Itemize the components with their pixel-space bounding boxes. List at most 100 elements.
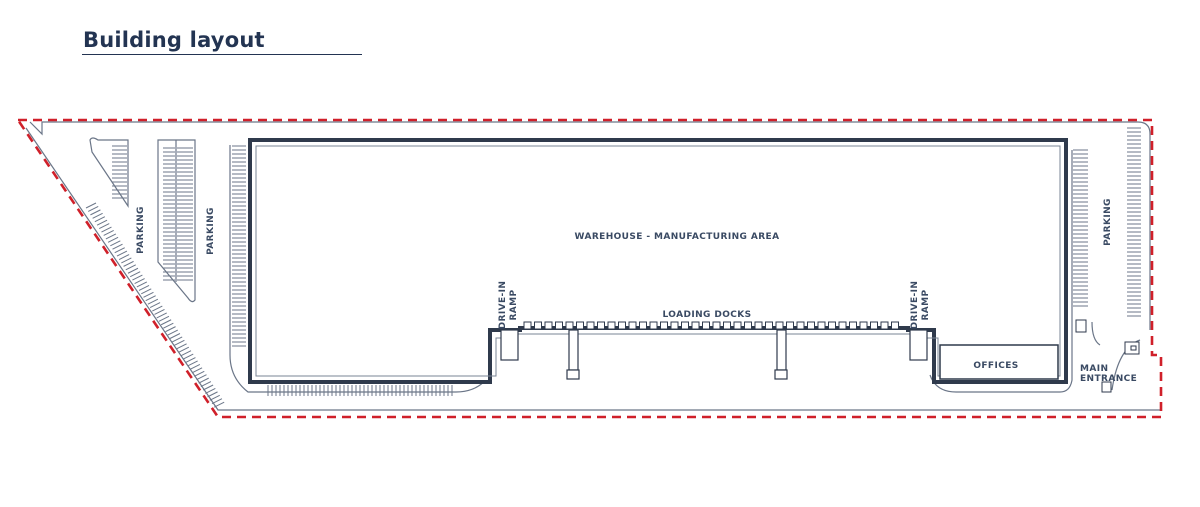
parking-stall-line bbox=[180, 350, 192, 357]
dock-trailers bbox=[566, 329, 788, 380]
dock-door bbox=[649, 321, 658, 330]
parking-stall-line bbox=[209, 394, 220, 401]
parking-stall-line bbox=[174, 339, 185, 346]
dock-door bbox=[838, 321, 847, 330]
title-underline bbox=[82, 54, 362, 55]
parking-stall-line bbox=[123, 260, 134, 267]
parking-stall-line bbox=[205, 387, 216, 394]
parking-stall-line bbox=[165, 326, 176, 333]
loading-dock-doors bbox=[523, 321, 899, 330]
dock-door bbox=[828, 321, 836, 330]
parking-stall-line bbox=[167, 329, 178, 336]
parking-stall-line bbox=[136, 281, 148, 288]
drive-in-ramps bbox=[500, 329, 928, 361]
parking-islands bbox=[89, 137, 196, 303]
dock-door bbox=[723, 321, 731, 330]
dock-door bbox=[534, 321, 542, 330]
parking-stall-line bbox=[96, 219, 108, 226]
parking-stall-line bbox=[169, 333, 181, 339]
parking-stalls bbox=[85, 127, 1141, 408]
parking-stall-line bbox=[114, 247, 125, 254]
parking-stall-line bbox=[92, 212, 103, 219]
parking-stall-line bbox=[211, 398, 223, 405]
parking-stall-line bbox=[134, 278, 145, 284]
parking-stall-line bbox=[176, 343, 187, 350]
site-driveway-outline bbox=[25, 121, 1160, 411]
parking-stall-line bbox=[213, 401, 225, 408]
parking-stall-line bbox=[129, 271, 141, 278]
dock-door bbox=[628, 321, 637, 330]
parking-stall-line bbox=[85, 202, 97, 209]
dock-door bbox=[870, 321, 878, 330]
dock-door bbox=[849, 321, 857, 330]
parking-stall-line bbox=[94, 216, 106, 223]
dock-door bbox=[660, 321, 668, 330]
parking-stall-line bbox=[138, 284, 150, 291]
parking-stall-line bbox=[145, 295, 156, 302]
parking-stall-line bbox=[156, 312, 167, 319]
dock-door bbox=[807, 321, 815, 330]
offices-label: OFFICES bbox=[973, 361, 1018, 371]
dock-door bbox=[775, 321, 784, 330]
dock-door bbox=[576, 321, 584, 330]
drive-in-ramp-label-right-line2: RAMP bbox=[921, 289, 931, 320]
dock-door bbox=[817, 321, 826, 330]
parking-stall-line bbox=[101, 226, 112, 233]
dock-door bbox=[859, 321, 868, 330]
drive-in-ramp-label-right-line1: DRIVE-IN bbox=[910, 281, 920, 330]
parking-stall-line bbox=[105, 233, 117, 240]
parking-stall-line bbox=[143, 291, 154, 298]
parking-stall-line bbox=[207, 391, 218, 398]
dock-door bbox=[597, 321, 605, 330]
parking-stall-line bbox=[154, 309, 165, 315]
property-boundary bbox=[15, 118, 1163, 419]
parking-label-2: PARKING bbox=[206, 207, 216, 255]
dock-door bbox=[565, 321, 574, 330]
parking-stall-line bbox=[178, 346, 190, 353]
parking-stall-line bbox=[125, 264, 137, 271]
parking-stall-line bbox=[107, 236, 119, 243]
drive-in-ramp-label-left-line1: DRIVE-IN bbox=[498, 281, 508, 330]
dock-door bbox=[681, 321, 689, 330]
dock-door bbox=[702, 321, 710, 330]
main-entrance-label-line2: ENTRANCE bbox=[1080, 374, 1137, 384]
parking-stall-line bbox=[183, 353, 194, 360]
parking-stall-line bbox=[196, 374, 207, 381]
dock-door bbox=[796, 321, 805, 330]
parking-stall-line bbox=[121, 257, 132, 264]
warehouse-label: WAREHOUSE - MANUFACTURING AREA bbox=[575, 232, 780, 242]
parking-stall-line bbox=[147, 298, 159, 305]
dock-door bbox=[555, 321, 563, 330]
loading-docks-label: LOADING DOCKS bbox=[662, 310, 751, 320]
dock-door bbox=[744, 321, 752, 330]
dock-door bbox=[607, 321, 616, 330]
parking-stall-line bbox=[187, 360, 198, 367]
parking-stall-line bbox=[149, 302, 161, 309]
dock-door bbox=[765, 321, 773, 330]
dock-door bbox=[754, 321, 763, 330]
parking-stall-line bbox=[141, 288, 152, 295]
dock-door bbox=[544, 321, 553, 330]
offices-room bbox=[939, 344, 1059, 380]
main-entrance-label-line1: MAIN bbox=[1080, 364, 1108, 374]
parking-stall-line bbox=[118, 254, 130, 260]
dock-door bbox=[691, 321, 700, 330]
parking-stall-line bbox=[110, 240, 121, 247]
labels: WAREHOUSE - MANUFACTURING AREA LOADING D… bbox=[136, 198, 1137, 384]
parking-stall-line bbox=[171, 336, 183, 343]
parking-stall-line bbox=[152, 305, 163, 312]
parking-stall-line bbox=[103, 230, 114, 236]
dock-door bbox=[523, 321, 532, 330]
dock-door bbox=[639, 321, 647, 330]
parking-stall-line bbox=[163, 322, 174, 329]
parking-stall-line bbox=[185, 357, 196, 363]
parking-stall-line bbox=[194, 370, 205, 377]
dock-door bbox=[880, 321, 889, 330]
dock-door bbox=[733, 321, 742, 330]
parking-stall-line bbox=[87, 205, 99, 212]
parking-stall-line bbox=[198, 377, 209, 384]
parking-stall-line bbox=[158, 315, 170, 322]
dock-door bbox=[670, 321, 679, 330]
drive-in-ramp-label-left-line2: RAMP bbox=[509, 289, 519, 320]
